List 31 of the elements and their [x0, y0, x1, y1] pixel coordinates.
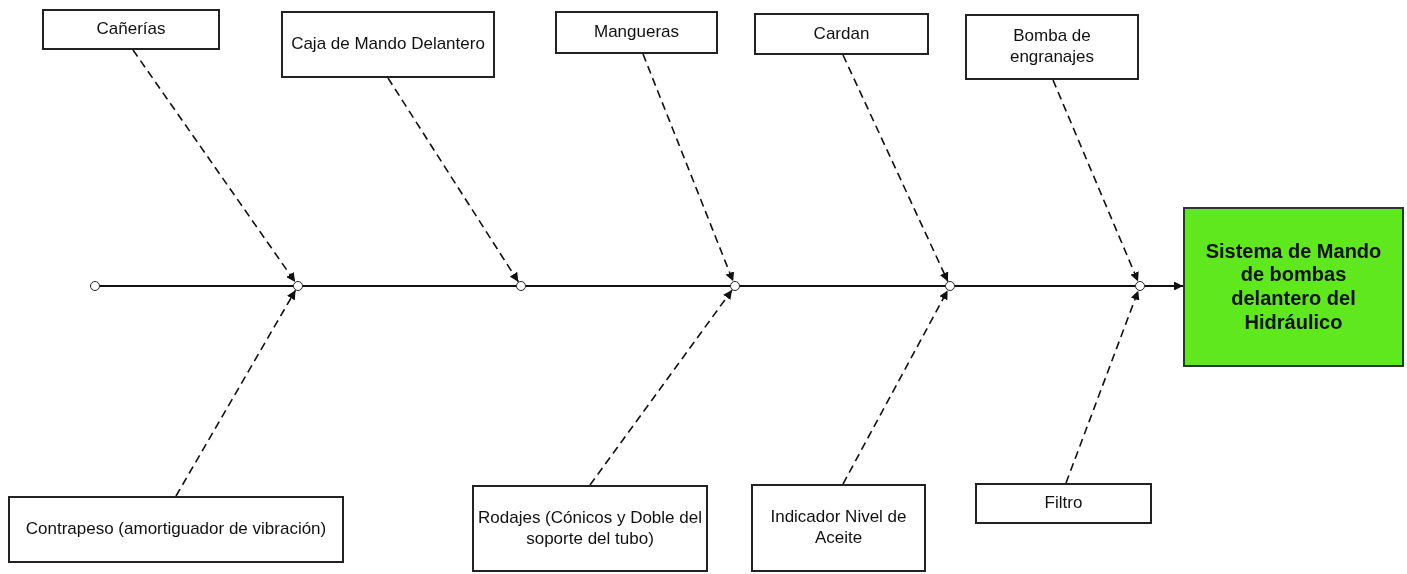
cause-box: Indicador Nivel de Aceite: [751, 484, 926, 572]
cause-box: Cañerías: [42, 9, 220, 50]
spine-line: [525, 285, 731, 287]
dashed-arrow: [1065, 289, 1140, 484]
dashed-arrow: [1052, 79, 1139, 283]
cause-box: Mangueras: [555, 11, 718, 54]
cause-box: Caja de Mando Delantero: [281, 11, 495, 78]
effect-box: Sistema de Mando de bombas delantero del Hidráulico: [1183, 207, 1404, 367]
junction-circle: [293, 281, 303, 291]
dashed-arrow: [589, 289, 733, 486]
dashed-arrow: [642, 53, 734, 283]
arrow: [1144, 281, 1184, 291]
junction-circle: [1135, 281, 1145, 291]
dashed-arrow: [175, 289, 297, 497]
junction-circle: [730, 281, 740, 291]
cause-box: Contrapeso (amortiguador de vibración): [8, 496, 344, 563]
spine-line: [99, 285, 294, 287]
spine-line: [739, 285, 946, 287]
cause-box: Bomba de engranajes: [965, 14, 1139, 80]
spine-line: [302, 285, 517, 287]
cause-box: Rodajes (Cónicos y Doble del soporte del tubo): [472, 485, 708, 572]
junction-circle: [516, 281, 526, 291]
cause-box: Cardan: [754, 13, 929, 55]
dashed-arrow: [132, 49, 296, 283]
spine-line: [954, 285, 1136, 287]
junction-circle: [90, 281, 100, 291]
dashed-arrow: [842, 289, 949, 485]
cause-box: Filtro: [975, 483, 1152, 524]
junction-circle: [945, 281, 955, 291]
dashed-arrow: [387, 77, 520, 283]
dashed-arrow: [842, 54, 949, 283]
